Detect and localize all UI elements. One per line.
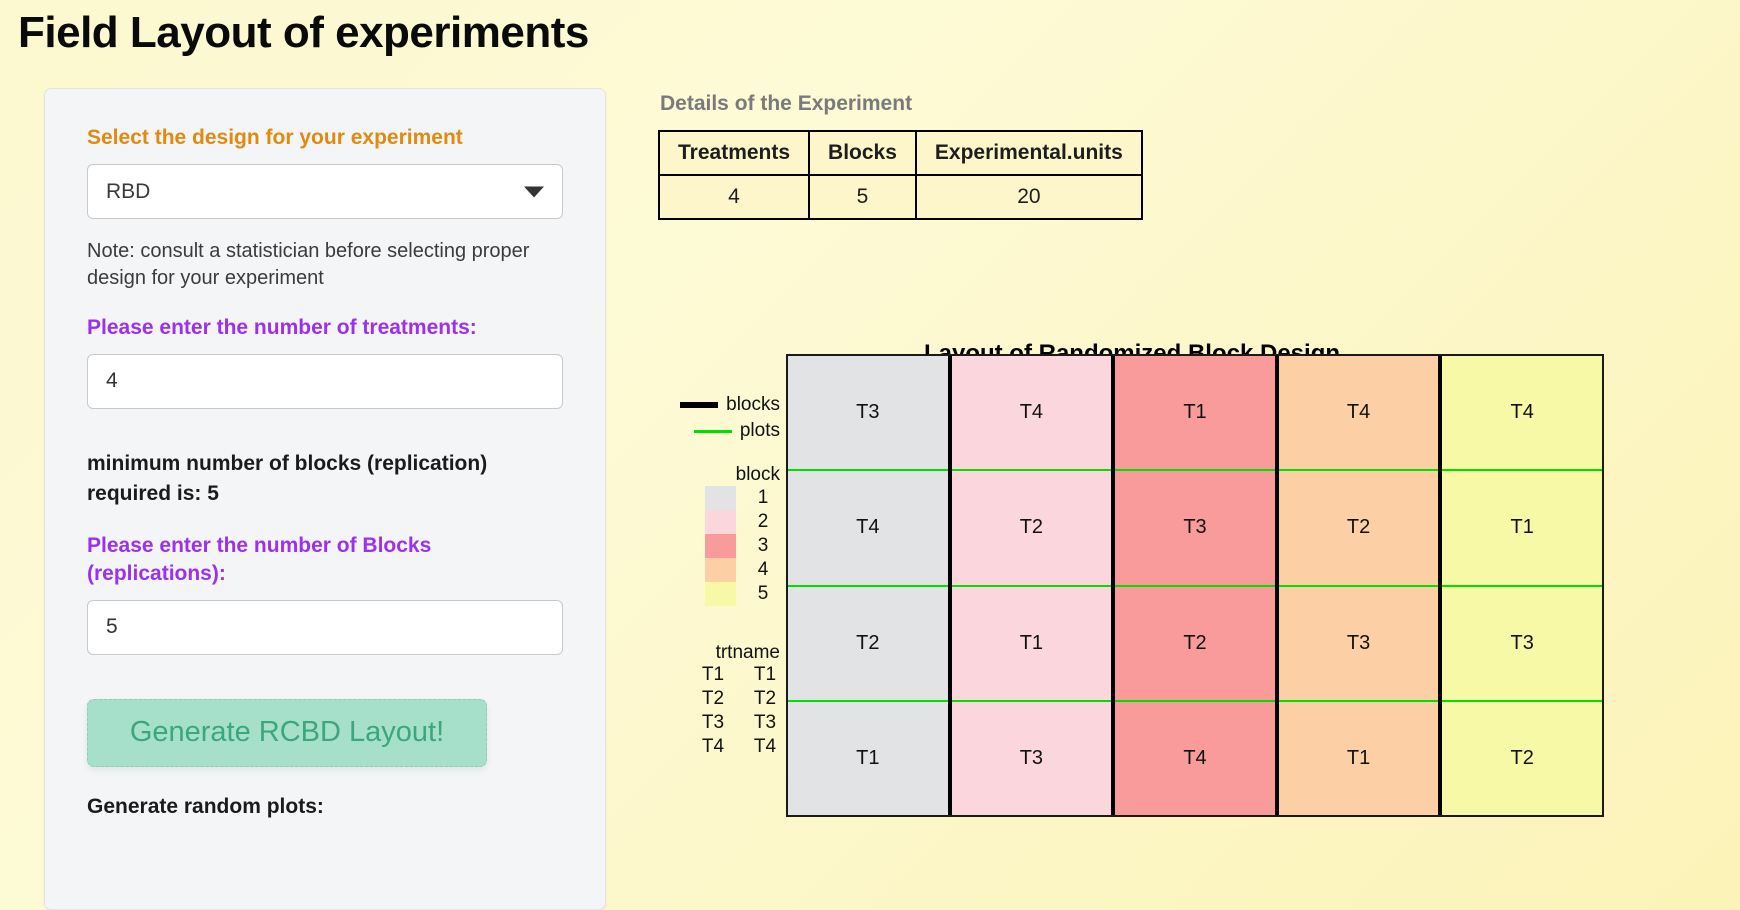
blocks-line-icon bbox=[680, 402, 719, 408]
layout-plot-cell: T1 bbox=[1442, 471, 1602, 587]
trt-legend-item: T2 T2 bbox=[658, 688, 780, 712]
trt-legend-label-right: T2 bbox=[753, 688, 777, 709]
layout-plot-cell: T1 bbox=[1278, 701, 1439, 815]
layout-plot-cell: T3 bbox=[951, 701, 1112, 815]
treatments-input-value: 4 bbox=[106, 369, 118, 393]
legend-label-plots: plots bbox=[739, 420, 780, 441]
table-header-row: Treatments Blocks Experimental.units bbox=[657, 130, 1143, 176]
trt-legend-label-left: T1 bbox=[701, 664, 725, 685]
treatments-input[interactable]: 4 bbox=[87, 353, 563, 409]
trt-legend-item: T4 T4 bbox=[658, 736, 780, 760]
details-section: Details of the Experiment Treatments Blo… bbox=[657, 92, 1143, 220]
legend-item-plots: plots bbox=[658, 418, 780, 444]
layout-plot-cell: T2 bbox=[1278, 471, 1439, 587]
trt-legend-item: T1 T1 bbox=[658, 664, 780, 688]
block-legend-item: 4 bbox=[658, 558, 780, 582]
col-experimental-units: Experimental.units bbox=[914, 130, 1143, 176]
trt-legend-label-left: T2 bbox=[701, 688, 725, 709]
layout-plot-cell: T3 bbox=[1442, 586, 1602, 702]
trt-legend-label-right: T3 bbox=[753, 712, 777, 733]
legend-label-blocks: blocks bbox=[726, 394, 780, 415]
design-select[interactable]: RBD bbox=[87, 164, 563, 220]
layout-plot-cell: T1 bbox=[951, 586, 1112, 702]
layout-plot-cell: T2 bbox=[1115, 586, 1275, 702]
layout-plot-cell: T3 bbox=[788, 356, 948, 472]
block-legend-item: 3 bbox=[658, 534, 780, 558]
block-legend-item: 1 bbox=[658, 486, 780, 510]
block-color-swatch bbox=[705, 510, 736, 534]
block-color-swatch bbox=[705, 582, 736, 606]
block-legend-item: 2 bbox=[658, 510, 780, 534]
trt-legend-label-left: T3 bbox=[701, 712, 725, 733]
block-legend-title: block bbox=[735, 464, 780, 485]
details-heading: Details of the Experiment bbox=[660, 92, 913, 115]
layout-plot-cell: T4 bbox=[951, 356, 1112, 472]
min-blocks-message: minimum number of blocks (replication) r… bbox=[87, 451, 488, 506]
layout-plot-cell: T4 bbox=[1278, 356, 1439, 472]
table-row: 4 5 20 bbox=[657, 174, 1143, 220]
block-legend-label: 2 bbox=[757, 511, 769, 532]
block-legend-label: 5 bbox=[757, 583, 769, 604]
block-legend-list: 1 2 3 4 5 bbox=[658, 486, 780, 606]
layout-plot-cell: T1 bbox=[1115, 356, 1275, 472]
blocks-input-label: Please enter the number of Blocks (repli… bbox=[87, 533, 432, 586]
layout-plot-cell: T2 bbox=[788, 586, 948, 702]
block-legend-label: 4 bbox=[757, 559, 769, 580]
control-panel: Select the design for your experiment RB… bbox=[44, 88, 606, 910]
design-select-value: RBD bbox=[106, 179, 151, 203]
block-legend-item: 5 bbox=[658, 582, 780, 606]
treatments-input-label: Please enter the number of treatments: bbox=[87, 316, 477, 340]
layout-plot-cell: T2 bbox=[1442, 701, 1602, 815]
layout-plot-cell: T1 bbox=[788, 701, 948, 815]
blocks-input-value: 5 bbox=[106, 615, 118, 639]
layout-plot-cell: T4 bbox=[1442, 356, 1602, 472]
trt-legend-item: T3 T3 bbox=[658, 712, 780, 736]
random-plots-label: Generate random plots: bbox=[87, 794, 324, 818]
generate-rcbd-layout-button[interactable]: Generate RCBD Layout! bbox=[87, 698, 487, 767]
cell-treatments: 4 bbox=[657, 174, 811, 220]
rcbd-layout-plot: Layout of Randomized Block Design blocks… bbox=[658, 340, 1658, 860]
block-color-swatch bbox=[705, 486, 736, 510]
trt-legend-label-left: T4 bbox=[701, 736, 725, 757]
trt-legend-label-right: T1 bbox=[753, 664, 777, 685]
col-blocks: Blocks bbox=[808, 130, 917, 176]
layout-plot-cell: T2 bbox=[951, 471, 1112, 587]
blocks-input[interactable]: 5 bbox=[87, 599, 563, 655]
layout-plot-cell: T4 bbox=[1115, 701, 1275, 815]
design-note: Note: consult a statistician before sele… bbox=[87, 240, 530, 290]
details-table: Treatments Blocks Experimental.units 4 5… bbox=[657, 130, 1143, 220]
block-legend-label: 3 bbox=[757, 535, 769, 556]
trt-legend-title: trtname bbox=[715, 642, 780, 663]
legend-item-blocks: blocks bbox=[658, 392, 780, 418]
block-color-swatch bbox=[705, 534, 736, 558]
layout-plot-cell: T4 bbox=[788, 471, 948, 587]
col-treatments: Treatments bbox=[657, 130, 811, 176]
design-select-label: Select the design for your experiment bbox=[87, 126, 463, 149]
plots-line-icon bbox=[693, 429, 732, 433]
cell-blocks: 5 bbox=[808, 174, 917, 220]
chevron-down-icon bbox=[524, 186, 544, 198]
block-legend-label: 1 bbox=[757, 487, 769, 508]
block-color-swatch bbox=[705, 558, 736, 582]
trt-legend-label-right: T4 bbox=[753, 736, 777, 757]
page-title: Field Layout of experiments bbox=[18, 8, 589, 57]
cell-experimental-units: 20 bbox=[914, 174, 1143, 220]
layout-plot-cell: T3 bbox=[1278, 586, 1439, 702]
layout-plot-cell: T3 bbox=[1115, 471, 1275, 587]
